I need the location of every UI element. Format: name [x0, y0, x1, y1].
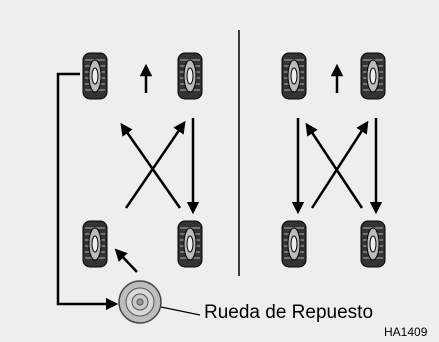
spare-label-leader [160, 306, 201, 316]
right-rear-right-tire-icon [360, 220, 386, 268]
spare-route-line [56, 72, 119, 311]
figure-code: HA1409 [384, 325, 428, 339]
left-rotation-arrows [114, 63, 200, 273]
left-rear-left-tire-icon [82, 220, 108, 268]
right-front-right-tire-icon [360, 52, 386, 100]
left-front-right-tire-icon [177, 52, 203, 100]
left-rear-right-tire-icon [177, 220, 203, 268]
right-rear-left-tire-icon [281, 220, 307, 268]
right-front-left-tire-icon [281, 52, 307, 100]
left-front-left-tire-icon [82, 52, 108, 100]
right-rotation-arrows [291, 63, 383, 215]
spare-tire-label: Rueda de Repuesto [204, 302, 374, 323]
spare-tire-icon [118, 280, 162, 324]
